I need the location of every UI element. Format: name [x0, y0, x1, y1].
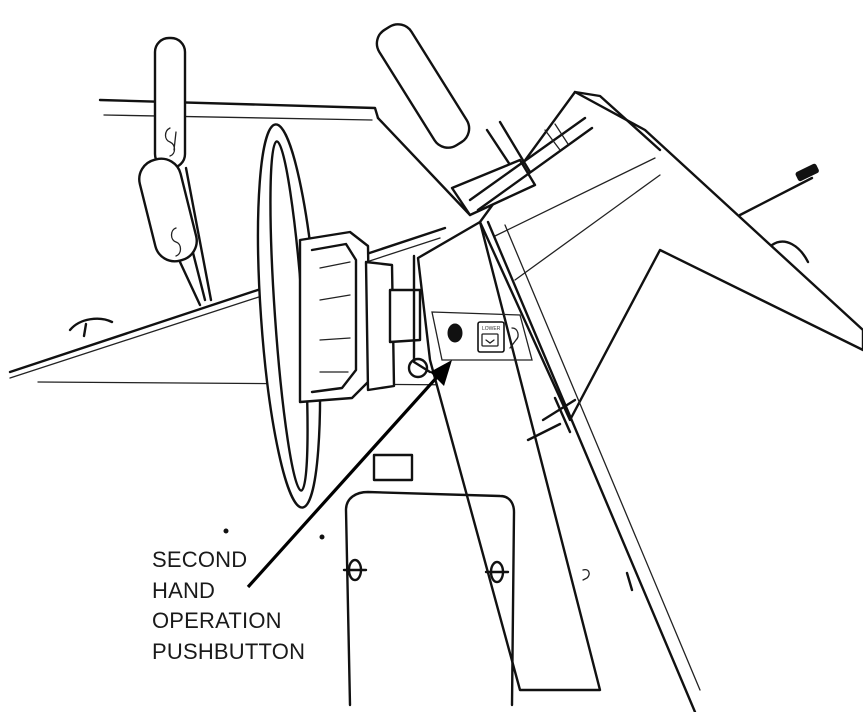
callout-arrowhead — [430, 360, 452, 386]
upper-housing — [478, 90, 863, 712]
control-panel: LOWER — [431, 311, 533, 361]
deck-dots — [223, 528, 325, 540]
lower-cabinet — [342, 453, 634, 707]
right-fittings — [526, 163, 819, 442]
second-hand-pushbutton[interactable] — [447, 323, 463, 343]
machine-deck — [8, 98, 472, 386]
lever-left-front — [138, 157, 202, 307]
callout-line-1: SECOND — [152, 547, 248, 572]
callout-line-4: PUSHBUTTON — [152, 638, 306, 664]
callout-line-2: HAND — [152, 577, 216, 603]
handwheel-hub — [298, 230, 422, 404]
callout-leader — [246, 360, 452, 589]
callout-line-3: OPERATION — [152, 608, 282, 633]
control-column — [407, 220, 602, 692]
callout-label: SECOND HAND OPERATION PUSHBUTTON — [152, 545, 352, 667]
lever-top — [375, 23, 594, 217]
deck-clip-left — [68, 317, 114, 338]
lower-label: LOWER — [482, 326, 501, 332]
